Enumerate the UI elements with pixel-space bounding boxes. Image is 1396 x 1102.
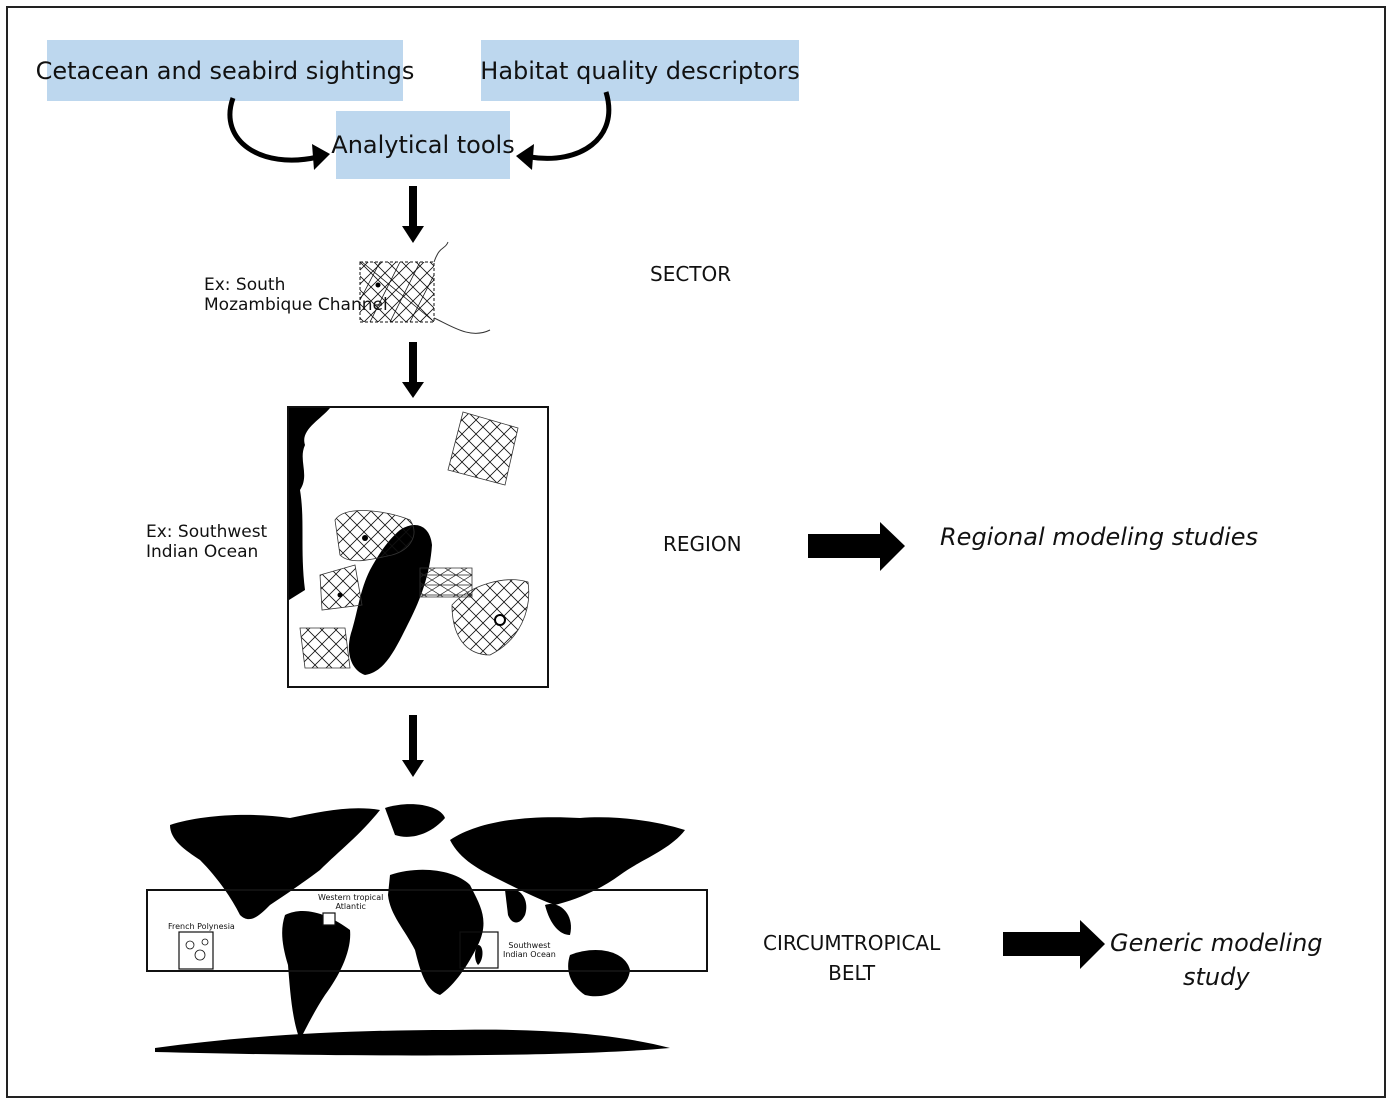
western-atlantic-box xyxy=(322,912,336,926)
curved-arrow-right xyxy=(529,91,612,161)
region-example-label: Ex: Southwest Indian Ocean xyxy=(146,522,268,562)
habitat-label: Habitat quality descriptors xyxy=(480,56,800,85)
western-atlantic-label: Western tropical Atlantic xyxy=(318,893,384,911)
analytical-tools-label: Analytical tools xyxy=(331,131,515,159)
analytical-tools-box: Analytical tools xyxy=(331,111,515,179)
region-arrow xyxy=(808,522,905,571)
generic-outcome-label: Generic modeling study xyxy=(1110,929,1323,991)
down-arrow-3 xyxy=(402,715,424,777)
french-polynesia-box xyxy=(178,931,214,970)
sw-indian-label: Southwest Indian Ocean xyxy=(503,941,556,959)
belt-level-label: CIRCUMTROPICAL BELT xyxy=(763,931,941,985)
curved-arrow-left-head xyxy=(312,144,330,170)
sightings-label: Cetacean and seabird sightings xyxy=(35,56,415,85)
sightings-box: Cetacean and seabird sightings xyxy=(36,40,414,101)
world-map xyxy=(155,804,685,1056)
sector-map xyxy=(359,241,491,334)
regional-outcome-label: Regional modeling studies xyxy=(940,523,1259,551)
circumtropical-band xyxy=(146,889,708,972)
sector-example-label: Ex: South Mozambique Channel xyxy=(204,275,388,315)
figure-frame xyxy=(6,6,1386,1098)
belt-arrow xyxy=(1003,920,1105,969)
region-level-label: REGION xyxy=(663,532,742,556)
down-arrow-1 xyxy=(402,186,424,243)
curved-arrow-left xyxy=(227,97,319,163)
curved-arrow-right-head xyxy=(516,144,534,170)
sector-level-label: SECTOR xyxy=(650,262,732,286)
french-polynesia-label: French Polynesia xyxy=(168,922,235,931)
region-map xyxy=(287,406,549,688)
sw-indian-box xyxy=(459,931,499,969)
habitat-box: Habitat quality descriptors xyxy=(480,40,800,101)
down-arrow-2 xyxy=(402,342,424,398)
